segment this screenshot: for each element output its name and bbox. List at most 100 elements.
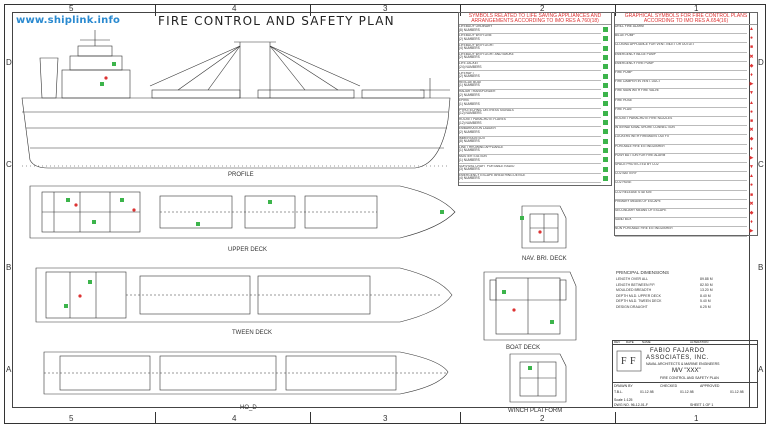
grid-col-bottom: 3 [383,414,388,423]
grid-row-left: C [6,160,12,169]
grid-col-top: 2 [540,4,545,13]
date-approved: 01.12.98 [730,390,744,394]
fire-control-symbol-icon: ✖ [749,53,754,60]
drawn-by: T.B.L. [614,390,623,394]
dimension-value: 6.25 M [700,304,711,309]
legend-fire-control-item: FIRE PUMP [615,71,747,81]
svg-text:F: F [621,356,627,367]
drawing-frame [12,12,750,408]
legend-item-name: INTERNATIONAL SHORE CONNECTION [615,126,675,130]
legend-life-saving-item: LIFEBUOY WITH LINE(2) NUMBERS [459,34,601,44]
dimension-label: DEPTH MLD. UPPER DECK [616,293,661,298]
legend-life-saving-item: SURVIVAL CRAFT PORTABLE RADIO(3) NUMBERS [459,165,601,174]
rev-header: DATE [626,340,634,344]
legend-item-name: LIFEBUOY ORDINARY [459,25,493,28]
fire-control-symbol-icon: ♦ [750,145,753,152]
legend-item-name: FIRE HOSE [615,98,633,102]
winch-platform-view [509,353,567,403]
dimension-label: DESIGN DRAUGHT [616,304,648,309]
legend-item-name: SECONDARY MEANS OF ESCAPE [615,209,667,212]
life-saving-symbol-icon [603,82,608,88]
dimensions-header: PRINCIPAL DIMENSIONS [616,270,670,275]
legend-item-name: CO2 HOSE [615,181,632,185]
legend-item-qty: (3) NUMBERS [459,167,480,171]
legend-life-saving-item: RADAR TRANSPONDER(2) NUMBERS [459,90,601,100]
tween-deck-view [35,267,453,323]
grid-row-left: D [6,58,12,67]
legend-item-qty: (4) NUMBERS [459,176,480,181]
drawn-by-label: DRAWN BY [614,384,633,388]
legend-item-qty: (8) NUMBERS [459,139,480,144]
fire-control-symbol-icon: ● [749,35,754,42]
label-winch-platform: WINCH PLATFORM [508,408,563,414]
dimension-value: 8.40 M [700,293,711,298]
legend-item-name: PRIMARY MEANS OF ESCAPE [615,199,661,203]
legend-life-saving-item: LIFEBUOY WITH LIGHT AND SMOKE(2) NUMBERS [459,53,601,63]
legend-item-name: LINE THROWING APPLIANCE [459,145,504,149]
label-upper-deck: UPPER DECK [228,247,268,253]
legend-item-qty: (2) NUMBERS [459,55,480,60]
watermark: www.shiplink.info [16,15,121,26]
legend-item-name: SAND BOX [615,218,632,222]
legend-fire-control-item: FIRE PLAN [615,108,747,117]
legend-item-name: SURVIVAL CRAFT PORTABLE RADIO [459,164,515,168]
legend-fire-control-item: DRILL FIRE ALARM [615,25,747,35]
life-saving-symbol-icon [603,138,608,144]
revision-table [612,340,758,345]
vessel-name: M/V "XXX" [672,368,701,374]
legend-item-name: LIFEBUOY WITH LIGHT [459,43,495,47]
life-saving-symbol-icon [603,54,608,60]
legend-fire-control-item: EMERGENCY FIRE PUMP [615,62,747,71]
company-name-2: ASSOCIATES, INC. [646,355,709,361]
legend-life-saving-item: PYROTECHNIC DISTRESS SIGNALS(12) NUMBERS [459,109,601,118]
legend-item-name: LIFERAFT [459,71,475,75]
legend-fire-control-item: ROCKET PARACHUTE FIRE NOZZLES [615,117,747,127]
life-saving-symbol-icon [603,147,608,153]
legend-item-name: FIRE PLAN [615,107,632,111]
fire-control-symbol-icon: ● [749,182,754,189]
grid-row-right: A [758,365,764,374]
life-saving-symbol-icon [603,64,608,70]
rev-header: NAME [642,340,651,344]
fire-control-symbol-icon: ▶ [749,81,754,88]
legend-item-qty: (2) NUMBERS [459,129,480,134]
legend-fire-control-item: PUSH BUTTON FOR FIRE ALARM [615,154,747,163]
label-nav-bridge: NAV. BRI. DECK [522,256,567,262]
checked-label: CHECKED [660,384,678,388]
fire-control-symbol-icon: ▼ [749,90,754,97]
legend-fire-control-item: CO2 BATTERY [615,172,747,182]
legend-life-saving-item: EMERGENCY ESCAPE BREATHING DEVICE(4) NUM… [459,174,601,184]
drawing-title-block: FIRE CONTROL AND SAFETY PLAN [660,376,719,380]
legend-item-qty: (4) NUMBERS [459,46,480,51]
legend-fire-control-item: FIRE HOSE [615,99,747,108]
legend-fire-control-item: EMERGENCY BILGE PUMP [615,53,747,62]
legend-item-name: EMERGENCY FIRE PUMP [615,61,654,65]
fire-control-symbol-icon: ■ [749,44,754,51]
legend-item-name: PUSH BUTTON FOR FIRE ALARM [615,153,666,157]
svg-text:F: F [630,356,636,367]
grid-col-bottom: 5 [69,414,74,423]
grid-tick [615,4,616,16]
legend-item-name: MUSTER STATION [459,155,487,159]
legend-item-name: CO2 RELEASE STATION [615,190,652,194]
legend-fire-control-header: GRAPHICAL SYMBOLS FOR FIRE CONTROL PLANS… [615,13,757,25]
fire-control-symbol-icon: ▶ [749,228,754,235]
legend-item-qty: (2) NUMBERS [459,74,480,78]
grid-row-left: A [6,365,12,374]
life-saving-symbol-icon [603,166,608,172]
life-saving-symbol-icon [603,27,608,32]
fire-markers [74,76,542,312]
dimension-label: LENGTH OVER ALL [616,277,649,281]
fire-control-symbol-icon: ■ [749,118,754,124]
legend-item-name: ROCKET PARACHUTE FIRE NOZZLES [615,117,673,120]
profile-view [21,30,451,169]
legend-life-saving-item: ROCKET PARACHUTE FLARES(12) NUMBERS [459,118,601,128]
life-saving-symbol-icon [603,120,608,125]
legend-item-name: FIRE DAMPER IN VENT. DUCT [615,80,661,84]
legend-item-qty: (12) NUMBERS [459,120,482,125]
grid-row-right: D [758,58,764,67]
legend-fire-control-item: SAND BOX [615,218,747,228]
boat-deck-view [483,271,577,341]
fire-control-symbol-icon: ▲ [749,26,754,32]
legend-fire-control: GRAPHICAL SYMBOLS FOR FIRE CONTROL PLANS… [614,12,758,236]
